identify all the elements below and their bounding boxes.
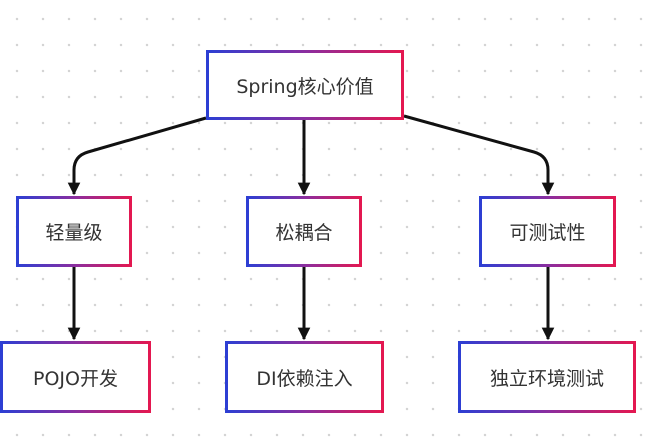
node-di-dependency-injection: DI依赖注入 — [225, 341, 384, 413]
edge-root-to-lightweight — [67, 116, 207, 196]
node-testability: 可测试性 — [479, 196, 616, 267]
node-label: Spring核心价值 — [236, 75, 374, 98]
node-label: DI依赖注入 — [256, 367, 353, 390]
node-label: POJO开发 — [33, 367, 118, 390]
edge-root-to-testability — [403, 114, 555, 196]
node-label: 可测试性 — [509, 222, 586, 244]
node-loose-coupling: 松耦合 — [246, 196, 362, 267]
node-pojo-development: POJO开发 — [0, 341, 151, 413]
node-lightweight: 轻量级 — [16, 196, 132, 267]
node-label: 松耦合 — [275, 222, 333, 244]
node-label: 轻量级 — [45, 222, 103, 244]
node-spring-core-value: Spring核心价值 — [206, 50, 404, 120]
node-label: 独立环境测试 — [489, 367, 604, 390]
node-isolated-environment-testing: 独立环境测试 — [458, 341, 636, 413]
